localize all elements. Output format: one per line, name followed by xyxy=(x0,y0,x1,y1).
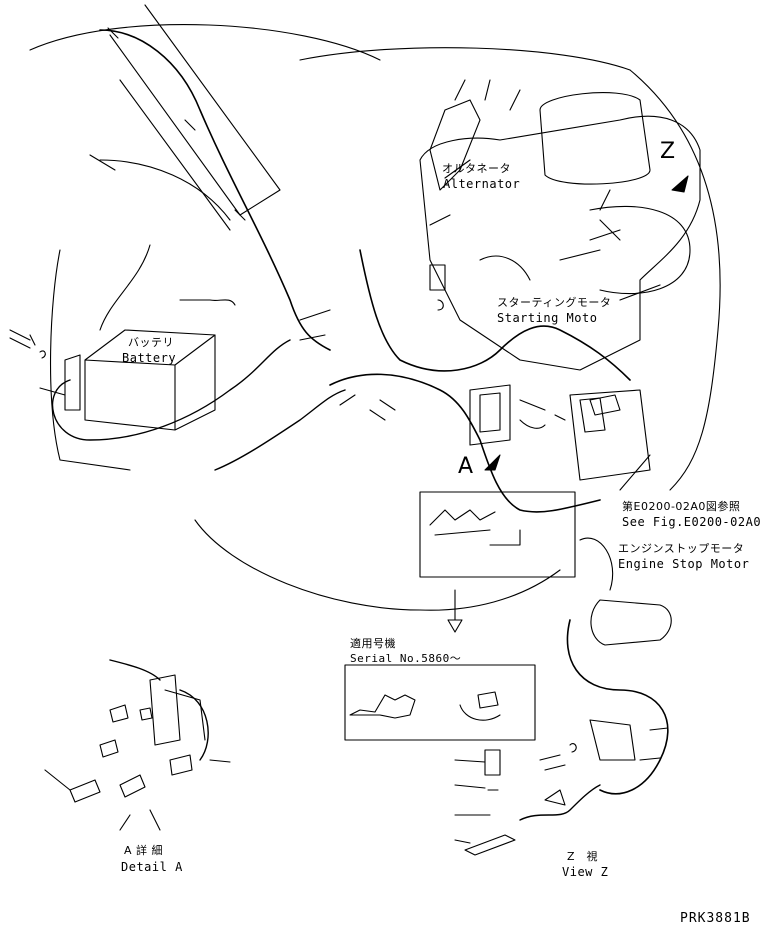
detail-a-en-label: Detail A xyxy=(121,860,183,874)
drawing-code-label: PRK3881B xyxy=(680,911,751,926)
controller-box xyxy=(569,389,651,481)
serial-box xyxy=(344,664,536,741)
frame-top-arc xyxy=(299,47,631,71)
body-outline-left xyxy=(29,24,381,221)
frame-curve-right xyxy=(629,69,721,491)
starting-motor-en-label: Starting Moto xyxy=(497,311,598,325)
air-cleaner xyxy=(539,92,651,185)
battery-cable xyxy=(51,339,291,441)
see-fig-jp-label: 第E0200-02A0図参照 xyxy=(622,500,741,513)
view-z-bolt xyxy=(464,834,516,856)
relay-bracket xyxy=(469,384,511,446)
starting-motor-jp-label: スターティングモータ xyxy=(497,296,612,309)
arrow-z xyxy=(671,175,689,193)
detail-a-bracket xyxy=(149,674,206,746)
see-fig-en-label: See Fig.E0200-02A0 xyxy=(622,515,762,529)
arrow-a xyxy=(484,454,501,471)
view-z-jp-label: Z 視 xyxy=(567,850,599,863)
view-z-en-label: View Z xyxy=(562,865,609,879)
battery-en-label: Battery xyxy=(122,351,177,365)
main-harness xyxy=(329,373,601,513)
alternator-en-label: Alternator xyxy=(443,177,521,191)
battery-jp-label: バッテリ xyxy=(128,336,174,349)
engine-stop-jp-label: エンジンストップモータ xyxy=(618,542,745,555)
down-arrow xyxy=(447,589,463,633)
marker-a-label: A xyxy=(458,454,474,479)
duct xyxy=(109,4,281,216)
inset-box-a xyxy=(419,491,576,578)
detail-a-jp-label: A 詳 細 xyxy=(124,844,164,857)
serial-jp-label: 適用号機 xyxy=(350,637,396,650)
stop-motor xyxy=(590,599,672,646)
frame-curve-bottom xyxy=(194,519,561,611)
serial-en-label: Serial No.5860～ xyxy=(350,652,462,665)
engine-harness xyxy=(359,249,631,381)
alternator xyxy=(429,99,481,191)
marker-z-label: Z xyxy=(660,139,676,164)
engine-stop-en-label: Engine Stop Motor xyxy=(618,557,750,571)
counterweight-outline xyxy=(49,79,231,471)
alternator-jp-label: オルタネータ xyxy=(442,162,511,175)
harness-upper xyxy=(99,29,331,351)
battery-box xyxy=(84,329,216,431)
engine xyxy=(419,115,701,371)
